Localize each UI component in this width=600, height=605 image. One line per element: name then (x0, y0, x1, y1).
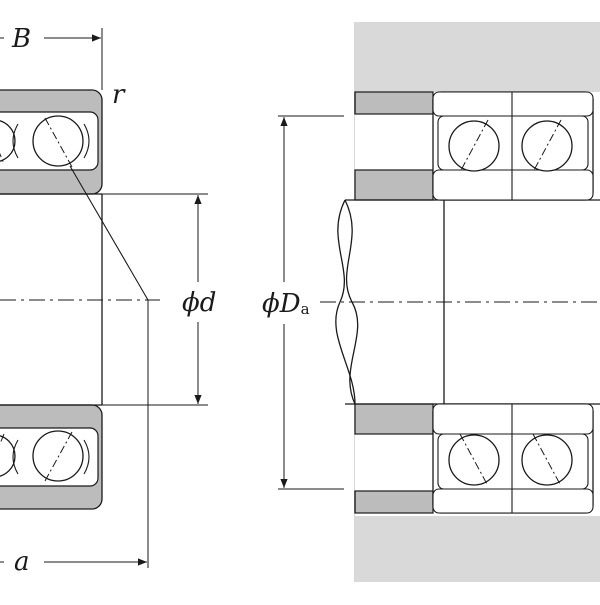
fillet-radius-label: r (112, 80, 126, 110)
ball-icon (521, 434, 573, 486)
right-lower-bearing (432, 403, 594, 514)
housing-shoulder-lower (354, 490, 434, 514)
ball-icon (32, 115, 84, 167)
right-mounting-view: ϕDa (262, 22, 600, 582)
ball-icon (448, 120, 500, 172)
left-section-view: B r ϕd a (0, 24, 216, 577)
housing-shoulder-upper (354, 91, 434, 115)
shaft-shoulder-lower (354, 403, 434, 435)
load-center-label: a (14, 547, 30, 577)
width-label: B (11, 24, 31, 54)
bore-diameter-label: ϕd (182, 288, 216, 318)
ball-icon (0, 120, 16, 162)
housing-diameter-label: ϕDa (262, 289, 310, 319)
ball-icon (0, 435, 16, 477)
contact-angle-line (69, 165, 149, 301)
upper-bearing-section (0, 89, 103, 195)
lower-bearing-section (0, 404, 103, 510)
shaft-shoulder-upper (354, 169, 434, 201)
ball-icon (448, 434, 500, 486)
right-upper-bearing (432, 91, 594, 201)
ball-icon (32, 430, 84, 482)
ball-icon (521, 120, 573, 172)
